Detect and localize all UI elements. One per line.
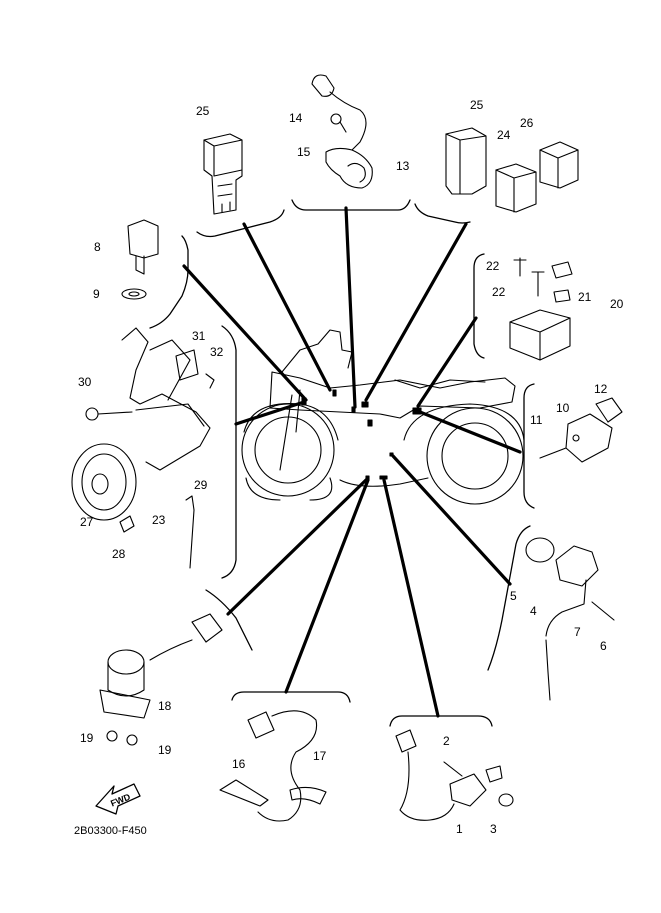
callout-13: 13 (396, 159, 410, 173)
callout-18: 18 (158, 699, 172, 713)
callout-4: 4 (530, 604, 537, 618)
group-brackets (149, 199, 535, 727)
callout-24: 24 (497, 128, 511, 142)
callout-25: 25 (196, 104, 210, 118)
callout-20: 20 (610, 297, 624, 311)
callout-29: 29 (194, 478, 208, 492)
callout-11: 11 (530, 413, 543, 427)
callout-19: 19 (80, 731, 94, 745)
callout-19: 19 (158, 743, 172, 757)
callout-6: 6 (600, 639, 607, 653)
callout-22: 22 (492, 285, 506, 299)
callout-7: 7 (574, 625, 581, 639)
callout-23: 23 (152, 513, 166, 527)
callout-14: 14 (289, 111, 303, 125)
callout-21: 21 (578, 290, 592, 304)
callout-31: 31 (192, 329, 206, 343)
callout-17: 17 (313, 749, 327, 763)
callout-3: 3 (490, 822, 497, 836)
callout-28: 28 (112, 547, 126, 561)
callout-1: 1 (456, 822, 463, 836)
callout-30: 30 (78, 375, 92, 389)
fwd-arrow-icon: FWD (95, 783, 141, 815)
callout-22: 22 (486, 259, 500, 273)
callout-labels: 1234567891011121314151617181919202122222… (78, 98, 624, 836)
callout-8: 8 (94, 240, 101, 254)
callout-9: 9 (93, 287, 100, 301)
callout-2: 2 (443, 734, 450, 748)
callout-10: 10 (556, 401, 570, 415)
callout-25: 25 (470, 98, 484, 112)
callout-26: 26 (520, 116, 534, 130)
callout-15: 15 (297, 145, 311, 159)
callout-16: 16 (232, 757, 246, 771)
callout-12: 12 (594, 382, 608, 396)
part-sketches (71, 74, 623, 822)
callout-32: 32 (210, 345, 224, 359)
callout-5: 5 (510, 589, 517, 603)
leader-lines (182, 206, 522, 718)
callout-27: 27 (80, 515, 94, 529)
vehicle-outline (241, 329, 525, 505)
drawing-code: 2B03300-F450 (74, 825, 147, 837)
